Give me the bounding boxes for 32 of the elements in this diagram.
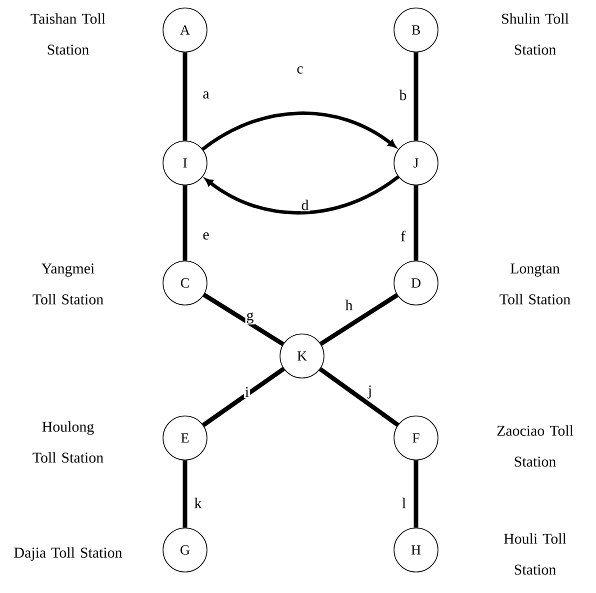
road-line [320,293,398,346]
road-line [182,185,188,261]
station-name: Longtan Toll Station [500,264,570,304]
station-name: Shulin Toll Station [502,13,569,55]
road-line [414,52,418,141]
edge-label: g [245,312,255,324]
station-name: Houlong Toll Station [32,421,104,463]
edge-label: h [344,298,354,312]
edge-label: f [400,230,406,242]
road-line [202,292,284,346]
edge-label: i [244,386,250,398]
edge-label: a [202,90,210,100]
road-line [182,460,188,528]
edge-label: k [193,496,203,510]
station-name: Houli Toll Station [504,533,566,575]
station-name: Dajia Toll Station [14,547,122,561]
edge-label: l [400,496,408,510]
arrow [202,111,396,151]
road-line [414,185,418,261]
road-line [202,367,285,427]
edge-label: b [398,88,408,102]
edge-label: e [202,231,210,241]
road-line [318,367,400,427]
edge-label: d [300,198,310,212]
edge-label: c [296,65,304,75]
station-name: Yangmei Toll Station [32,264,104,304]
road-line [414,460,418,528]
station-name: Zaociao Toll Station [497,425,574,467]
road-line [182,52,188,141]
station-name: Taishan Toll Station [30,13,106,55]
edge-label: j [366,384,374,400]
arrow [204,175,400,214]
